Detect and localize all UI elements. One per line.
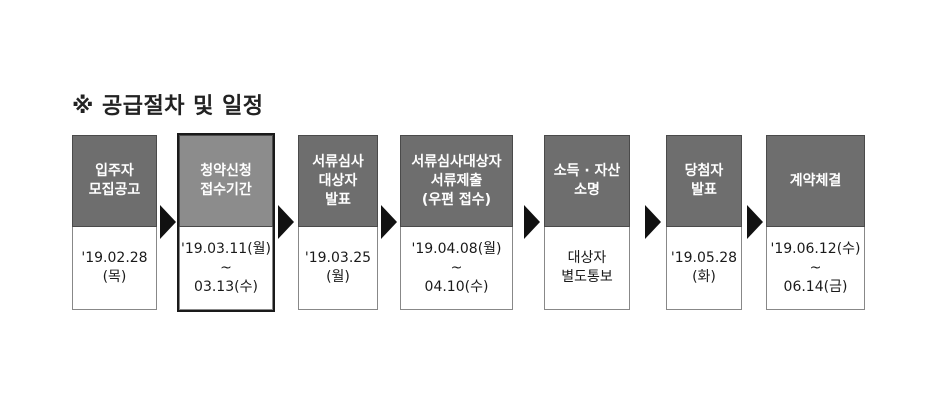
section-title: ※ 공급절차 및 일정 [72,94,264,119]
step-document-submission: 서류심사대상자 서류제출 (우편 접수) '19.04.08(월) ~ 04.1… [400,135,513,310]
arrow-right-icon [645,205,661,239]
step-header: 입주자 모집공고 [72,135,157,227]
step-date: '19.04.08(월) ~ 04.10(수) [400,227,513,310]
arrow-right-icon [381,205,397,239]
step-header: 당첨자 발표 [666,135,742,227]
step-header: 청약신청 접수기간 [179,135,273,227]
arrow-right-icon [278,205,294,239]
arrow-right-icon [524,205,540,239]
step-winner-announcement: 당첨자 발표 '19.05.28 (화) [666,135,742,310]
step-header: 서류심사 대상자 발표 [298,135,378,227]
step-date: '19.06.12(수) ~ 06.14(금) [766,227,865,310]
step-date: 대상자 별도통보 [544,227,630,310]
step-application-period: 청약신청 접수기간 '19.03.11(월) ~ 03.13(수) [177,133,275,312]
step-date: '19.05.28 (화) [666,227,742,310]
arrow-right-icon [160,205,176,239]
step-date: '19.02.28 (목) [72,227,157,310]
step-document-review-announcement: 서류심사 대상자 발표 '19.03.25 (월) [298,135,378,310]
step-header: 소득 · 자산 소명 [544,135,630,227]
step-date: '19.03.11(월) ~ 03.13(수) [179,227,273,310]
step-date: '19.03.25 (월) [298,227,378,310]
step-recruitment-notice: 입주자 모집공고 '19.02.28 (목) [72,135,157,310]
arrow-right-icon [747,205,763,239]
step-header: 서류심사대상자 서류제출 (우편 접수) [400,135,513,227]
step-income-asset-verification: 소득 · 자산 소명 대상자 별도통보 [544,135,630,310]
step-contract: 계약체결 '19.06.12(수) ~ 06.14(금) [766,135,865,310]
step-header: 계약체결 [766,135,865,227]
